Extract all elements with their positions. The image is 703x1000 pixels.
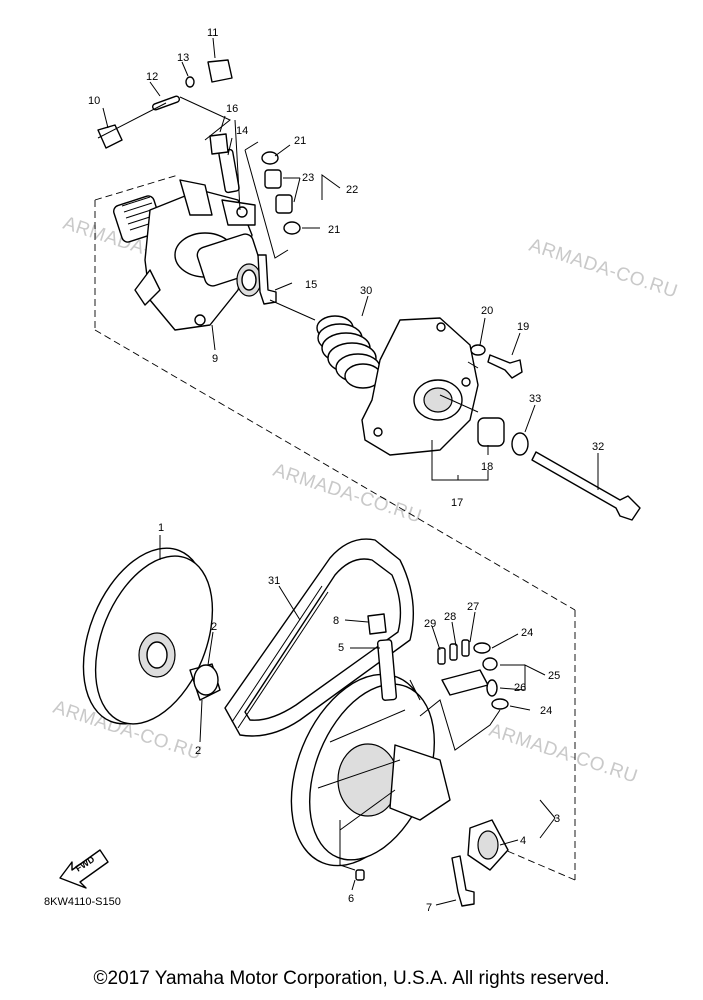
spider-assembly [113,179,262,331]
movable-sheave-3 [290,673,451,867]
callout-1: 1 [158,522,164,534]
callout-18: 18 [481,461,493,473]
fwd-arrow: FWD [59,849,109,889]
part-29 [437,647,446,665]
callout-10: 10 [88,95,100,107]
cover-17 [361,317,479,456]
callout-12: 12 [146,71,158,83]
watermark-5: ARMADA-CO.RU [486,720,640,788]
part-21-top [261,151,279,165]
callout-31: 31 [268,575,280,587]
callout-33: 33 [529,393,541,405]
cover-hardware [431,344,641,521]
diagram-code: 8KW4110-S150 [44,896,121,908]
part-32 [531,451,641,521]
callout-20: 20 [481,305,493,317]
watermark-2: ARMADA-CO.RU [526,235,680,303]
part-27 [461,639,470,657]
callout-30: 30 [360,285,372,297]
sheave-hardware [339,613,509,907]
callout-15: 15 [305,279,317,291]
part-7 [451,855,475,907]
callout-29: 29 [424,618,436,630]
callout-5: 5 [338,642,344,654]
part-19 [487,354,523,379]
callout-4: 4 [520,835,526,847]
callout-11: 11 [207,27,218,39]
fixed-sheave-1 [82,547,214,725]
callout-21-top: 21 [294,135,306,147]
callout-2-top: 2 [211,621,217,633]
lower-frame-lines [469,834,576,881]
callouts: 1 2 2 3 4 5 6 7 8 9 10 11 12 13 14 15 16… [88,27,604,914]
part-25-plate [441,669,489,696]
callout-6: 6 [348,893,354,905]
part-33 [511,432,529,456]
part-15 [257,254,277,305]
callout-3: 3 [554,813,560,825]
part-26 [486,679,498,697]
copyright-notice: ©2017 Yamaha Motor Corporation, U.S.A. A… [93,968,610,989]
leader-lines [102,37,599,906]
callout-24-bottom: 24 [540,705,552,717]
fwd-arrow-icon [59,849,109,889]
part-11 [207,59,233,83]
part-25-roller [482,657,498,671]
spring-30 [269,299,382,389]
part-20 [470,344,486,356]
part-18 [477,417,505,447]
upper-small-parts [97,59,277,305]
part-23-top [264,169,282,189]
callout-14: 14 [236,125,248,137]
collar-2 [189,663,221,701]
part-24-top [473,642,491,654]
callout-2-bottom: 2 [195,745,201,757]
part-24-bottom [491,698,509,710]
watermark-3: ARMADA-CO.RU [270,460,424,528]
callout-24-top: 24 [521,627,533,639]
belt-31 [224,538,414,737]
callout-9: 9 [212,353,218,365]
callout-17: 17 [451,497,463,509]
upper-frame-lines [94,174,576,880]
callout-27: 27 [467,601,479,613]
part-13 [185,76,195,88]
part-5 [376,639,398,701]
callout-23: 23 [302,172,314,184]
callout-8: 8 [333,615,339,627]
callout-13: 13 [177,52,189,64]
part-8 [367,613,387,635]
roller-parts [244,141,301,259]
callout-21-bottom: 21 [328,224,340,236]
part-6 [355,869,365,881]
callout-19: 19 [517,321,529,333]
callout-26: 26 [514,682,526,694]
callout-32: 32 [592,441,604,453]
part-23-bottom [275,194,293,214]
part-21-bottom [283,221,301,235]
callout-25: 25 [548,670,560,682]
callout-7: 7 [426,902,432,914]
part-16 [209,133,229,155]
part-14 [218,148,240,194]
callout-28: 28 [444,611,456,623]
part-10 [97,124,123,149]
part-28 [449,643,458,661]
callout-16: 16 [226,103,238,115]
callout-22: 22 [346,184,358,196]
